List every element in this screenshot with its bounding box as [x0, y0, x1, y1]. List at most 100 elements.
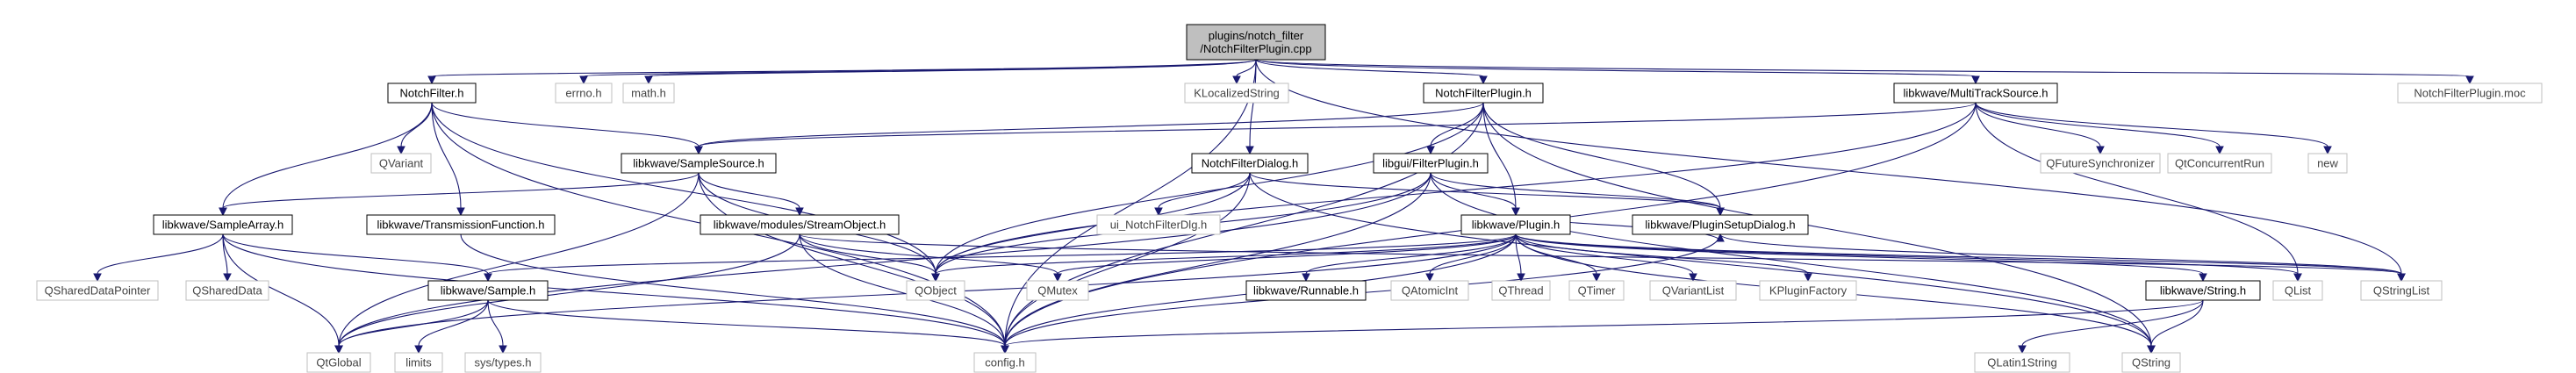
node-label: libgui/FilterPlugin.h [1382, 157, 1479, 170]
node-notchfilterdialog-h[interactable]: NotchFilterDialog.h [1191, 153, 1309, 174]
node-config-h: config.h [973, 352, 1037, 373]
node-label: QFutureSynchronizer [2046, 157, 2155, 170]
node-libkwave-pluginsetupdialog-h[interactable]: libkwave/PluginSetupDialog.h [1632, 214, 1809, 235]
node-kpluginfactory: KPluginFactory [1759, 280, 1857, 301]
node-qatomicint: QAtomicInt [1390, 280, 1469, 301]
edge-samplesource_h-to-samplearray_h [219, 172, 700, 217]
node-qtimer: QTimer [1568, 280, 1625, 301]
edge-plugin_h-to-kpluginfactory [1515, 233, 1812, 283]
node-label: config.h [985, 356, 1025, 369]
node-label: QTimer [1578, 284, 1617, 298]
node-qtconcurrentrun: QtConcurrentRun [2167, 153, 2272, 174]
edge-samplearray_h-to-qsharedpointer [93, 233, 224, 283]
edge-plugin_h-to-qobject [931, 233, 1517, 283]
node-libkwave-multitracksource-h[interactable]: libkwave/MultiTrackSource.h [1893, 82, 2058, 104]
edge-samplearray_h-to-sample_h [222, 233, 492, 283]
edge-main-to-math_h [644, 59, 1257, 85]
node-label: QLatin1String [1987, 356, 2057, 369]
node-label: sys/types.h [474, 356, 531, 369]
node-libkwave-modules-streamobject-h[interactable]: libkwave/modules/StreamObject.h [700, 214, 900, 235]
edge-samplesource_h-to-streamobject_h [698, 172, 804, 217]
node-label: NotchFilterDialog.h [1202, 157, 1299, 170]
node-qvariant: QVariant [370, 153, 432, 174]
node-libkwave-plugin-h[interactable]: libkwave/Plugin.h [1460, 214, 1571, 235]
node-notchfilterplugin-h[interactable]: NotchFilterPlugin.h [1423, 82, 1544, 104]
node-label: NotchFilter.h [400, 87, 464, 100]
node-label: libkwave/Sample.h [441, 284, 535, 298]
edge-streamobject_h-to-qtglobal [334, 233, 800, 355]
node-label: ui_NotchFilterDlg.h [1110, 219, 1208, 232]
node-label: QStringList [2373, 284, 2430, 298]
edge-filterplugin_h-to-qtglobal [334, 172, 1432, 355]
edge-notchfilterplugin_h-to-samplesource_h [694, 102, 1484, 155]
edge-multitracksource_h-to-qfuturesync [1975, 102, 2105, 155]
node-label: QtConcurrentRun [2175, 157, 2264, 170]
edge-main-to-notchfilter_h [427, 59, 1257, 85]
node-label: QAtomicInt [1402, 284, 1459, 298]
node-notchfilterplugin-moc: NotchFilterPlugin.moc [2397, 82, 2543, 104]
node-libkwave-sample-h[interactable]: libkwave/Sample.h [427, 280, 549, 301]
node-qstring: QString [2121, 352, 2181, 373]
edge-multitracksource_h-to-samplesource_h [694, 102, 1977, 155]
edge-plugin_h-to-runnable_h [1302, 233, 1517, 283]
node-libkwave-string-h[interactable]: libkwave/String.h [2145, 280, 2261, 301]
node-notchfilter-h[interactable]: NotchFilter.h [387, 82, 477, 104]
node-qvariantlist: QVariantList [1649, 280, 1737, 301]
edge-plugin_h-to-qmutex [1053, 233, 1517, 283]
node-errno-h: errno.h [555, 82, 613, 104]
node-label: libkwave/PluginSetupDialog.h [1645, 219, 1795, 232]
node-klocalizedstring: KLocalizedString [1184, 82, 1289, 104]
edge-multitracksource_h-to-new [1975, 102, 2332, 155]
node-label: libkwave/modules/StreamObject.h [714, 219, 886, 232]
edge-sample_h-to-config_h [487, 299, 1009, 355]
node-label: NotchFilterPlugin.moc [2414, 87, 2526, 100]
node-libkwave-runnable-h[interactable]: libkwave/Runnable.h [1245, 280, 1367, 301]
edge-notchfilter_h-to-transmissionfunction_h [431, 102, 465, 217]
node-label: libkwave/String.h [2160, 284, 2246, 298]
node-libkwave-transmissionfunction-h[interactable]: libkwave/TransmissionFunction.h [366, 214, 556, 235]
edge-sample_h-to-limits [414, 299, 489, 355]
edge-notchfilter_h-to-qobject [431, 102, 940, 283]
node-limits: limits [394, 352, 443, 373]
node-label: plugins/notch_filter [1209, 29, 1304, 42]
node-label: QList [2285, 284, 2312, 298]
node-layer: plugins/notch_filter/NotchFilterPlugin.c… [36, 24, 2543, 373]
edge-plugin_h-to-qthread [1515, 233, 1525, 283]
edge-plugin_h-to-qvariantlist [1515, 233, 1697, 283]
edge-samplesource_h-to-qtglobal [334, 172, 700, 355]
node-qobject: QObject [906, 280, 965, 301]
edge-main-to-notchfilterplugin_h [1255, 59, 1488, 85]
node-qshareddata: QSharedData [185, 280, 269, 301]
node-sys-types-h: sys/types.h [464, 352, 542, 373]
node-libgui-filterplugin-h[interactable]: libgui/FilterPlugin.h [1373, 153, 1489, 174]
node-label: QObject [915, 284, 957, 298]
node-label: libkwave/TransmissionFunction.h [377, 219, 545, 232]
node-label: libkwave/Runnable.h [1253, 284, 1359, 298]
edge-notchfilter_h-to-samplesource_h [431, 102, 703, 155]
node-math-h: math.h [622, 82, 675, 104]
node-new: new [2307, 153, 2348, 174]
edge-plugin_h-to-sample_h [484, 233, 1517, 283]
edge-filterplugin_h-to-pluginsetupdialog_h [1430, 172, 1725, 217]
node-label: QThread [1498, 284, 1543, 298]
edge-string_h-to-qstring [2147, 299, 2204, 355]
edge-layer [93, 59, 2474, 355]
edge-plugin_h-to-qstringlist [1515, 233, 2406, 283]
node-libkwave-samplesource-h[interactable]: libkwave/SampleSource.h [621, 153, 777, 174]
node-label: QtGlobal [316, 356, 361, 369]
node-label: QMutex [1037, 284, 1078, 298]
edge-streamobject_h-to-qobject [799, 233, 940, 283]
edge-plugin_h-to-qatomicint [1425, 233, 1517, 283]
node-label: QVariantList [1662, 284, 1725, 298]
node-label: /NotchFilterPlugin.cpp [1200, 42, 1311, 55]
edge-notchfilterplugin_h-to-pluginsetupdialog_h [1482, 102, 1725, 217]
edge-sample_h-to-qtglobal [334, 299, 489, 355]
edge-plugin_h-to-string_h [1515, 233, 2207, 283]
edge-notchfilterplugin_h-to-config_h [1001, 102, 1484, 355]
node-qthread: QThread [1491, 280, 1551, 301]
node-libkwave-samplearray-h[interactable]: libkwave/SampleArray.h [153, 214, 293, 235]
edge-main-to-klocalizedstring [1232, 59, 1257, 85]
node-label: QString [2132, 356, 2171, 369]
node-label: limits [405, 356, 432, 369]
node-label: errno.h [565, 87, 601, 100]
